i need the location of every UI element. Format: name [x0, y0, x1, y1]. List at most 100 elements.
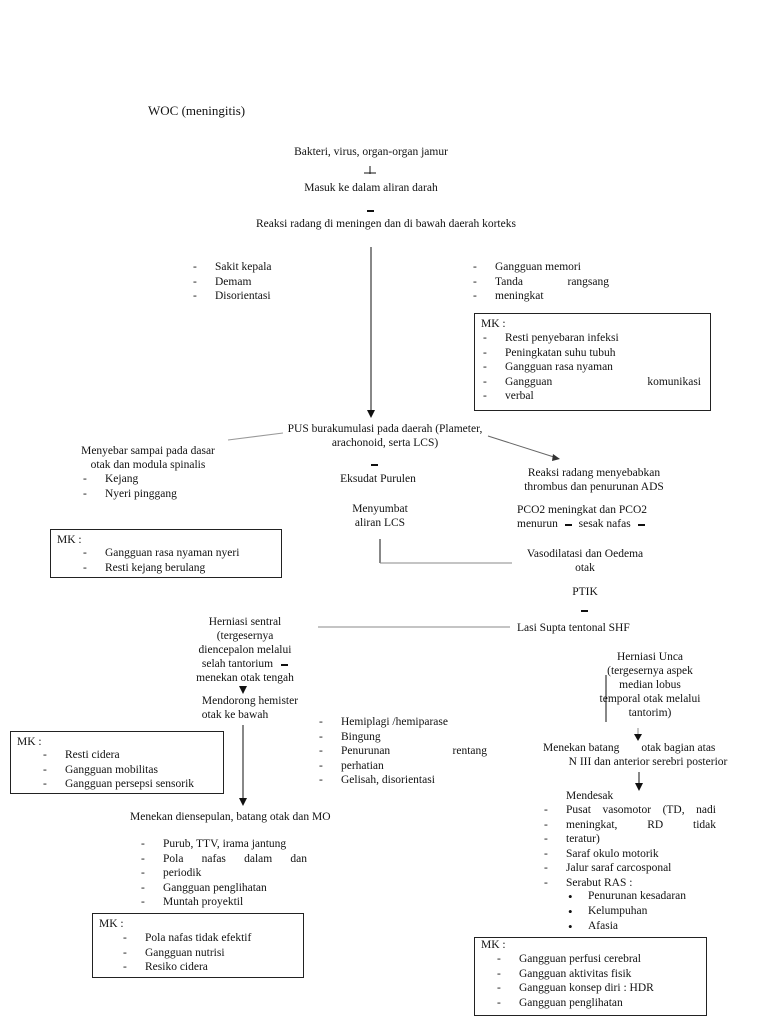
- line-to-thrombus: [487, 435, 558, 459]
- list-item: Pola nafas tidak efektif: [123, 931, 251, 946]
- cause-text: Bakteri, virus, organ-organ jamur: [294, 146, 448, 158]
- list-item: Gelisah, disorientasi: [319, 773, 487, 788]
- mk-header: MK :: [481, 939, 506, 951]
- list-item: Resiko cidera: [123, 960, 251, 975]
- mk-header: MK :: [57, 534, 82, 546]
- list-item: Muntah proyektil: [141, 895, 307, 910]
- line-to-spread: [227, 432, 284, 441]
- list-item: Saraf okulo motorik: [544, 847, 716, 862]
- mk-header: MK :: [99, 918, 124, 930]
- list-item: Kejang: [83, 472, 177, 487]
- list-item: Gangguan rasa nyaman nyeri: [83, 546, 239, 561]
- arrow-small-3: [581, 610, 588, 612]
- spread-line1: Menyebar sampai pada dasar: [81, 445, 215, 457]
- central-line3: diencepalon melalui: [198, 644, 292, 656]
- central-line4: selah tantorium: [170, 657, 320, 671]
- arrow-to-push: [239, 686, 247, 694]
- mid-symptom-list: Hemiplagi /hemiparase Bingung Penurunanr…: [319, 715, 487, 788]
- list-item: Gangguan penglihatan: [141, 881, 307, 896]
- vaso-line1: Vasodilatasi dan Oedema: [526, 548, 644, 560]
- press-mo-text: Menekan diensepulan, batang otak dan MO: [130, 811, 331, 823]
- unca-line4: temporal otak melalui: [599, 693, 701, 705]
- unca-line5: tantorim): [628, 707, 672, 719]
- unca-line3: median lobus: [619, 679, 681, 691]
- list-item: Hemiplagi /hemiparase: [319, 715, 487, 730]
- push-line2: otak ke bawah: [201, 709, 269, 721]
- ptik-text: PTIK: [572, 586, 598, 598]
- list-item: Gangguan persepsi sensorik: [43, 777, 194, 792]
- spread-line2: otak dan modula spinalis: [90, 459, 206, 471]
- list-item: Sakit kepala: [193, 260, 272, 275]
- press-stem-line2: N III dan anterior serebri posterior: [568, 756, 728, 768]
- arrow-to-stem: [634, 734, 642, 741]
- mo-symptom-list: Purub, TTV, irama jantung Polanafasdalam…: [141, 837, 307, 910]
- pco2-line1: PCO2 meningkat dan PCO2: [517, 504, 648, 516]
- thrombus-line1: Reaksi radang menyebabkan: [527, 467, 661, 479]
- list-item: Nyeri pinggang: [83, 487, 177, 502]
- mk-header: MK :: [17, 736, 42, 748]
- list-item: Peningkatan suhu tubuh: [483, 346, 701, 361]
- mk-box-infection: MK : Resti penyebaran infeksi Peningkata…: [474, 313, 711, 411]
- spread-list: Kejang Nyeri pinggang: [83, 472, 177, 501]
- arrow-icon: [564, 524, 572, 526]
- exudate-text: Eksudat Purulen: [340, 473, 416, 485]
- lasi-text: Lasi Supta tentonal SHF: [517, 622, 630, 634]
- mk-box-perfusion: MK : Gangguan perfusi cerebral Gangguan …: [474, 937, 707, 1016]
- page-title: WOC (meningitis): [148, 103, 246, 118]
- blood-text: Masuk ke dalam aliran darah: [304, 182, 438, 194]
- mk-box-pain: MK : Gangguan rasa nyaman nyeri Resti ke…: [50, 529, 282, 578]
- arrow-to-pus: [367, 410, 375, 418]
- arrow-small: [367, 210, 374, 212]
- list-item: Afasia: [566, 919, 686, 934]
- list-item: Gangguan memori: [473, 260, 609, 275]
- list-item: Gangguan penglihatan: [497, 996, 654, 1011]
- arrow-to-mo: [239, 798, 247, 806]
- arrow-to-thrombus: [552, 454, 560, 461]
- list-item: Bingung: [319, 730, 487, 745]
- list-item: Resti kejang berulang: [83, 561, 239, 576]
- arrow-icon: [637, 524, 645, 526]
- list-item: Gangguan mobilitas: [43, 763, 194, 778]
- list-item: Kelumpuhan: [566, 904, 686, 919]
- arrow-small-2: [371, 464, 378, 466]
- central-line5: menekan otak tengah: [196, 672, 294, 684]
- list-item: Gangguan nutrisi: [123, 946, 251, 961]
- list-item: Demam: [193, 275, 272, 290]
- left-symptom-list: Sakit kepala Demam Disorientasi: [193, 260, 272, 304]
- unca-line2: (tergesernya aspek: [607, 665, 693, 677]
- pus-line2: arachonoid, serta LCS): [331, 437, 439, 449]
- list-item: meningkat: [473, 289, 609, 304]
- list-item: Gangguan perfusi cerebral: [497, 952, 654, 967]
- pus-line1: PUS burakumulasi pada daerah (Plameter,: [287, 423, 483, 435]
- thrombus-line2: thrombus dan penurunan ADS: [524, 481, 664, 493]
- pco2-line2: menurun sesak nafas: [517, 517, 645, 531]
- list-item: Serabut RAS :: [544, 876, 716, 891]
- list-item-cont: teratur): [544, 832, 716, 847]
- block-line2: aliran LCS: [354, 517, 406, 529]
- push-line1: Mendorong hemister: [201, 695, 299, 707]
- list-item: Gangguan rasa nyaman: [483, 360, 701, 375]
- list-item: Purub, TTV, irama jantung: [141, 837, 307, 852]
- mk-header: MK :: [481, 318, 506, 330]
- list-item: Penurunan kesadaran: [566, 889, 686, 904]
- vaso-line2: otak: [575, 562, 595, 574]
- mk-box-breathing: MK : Pola nafas tidak efektif Gangguan n…: [92, 913, 304, 978]
- block-line1: Menyumbat: [352, 503, 408, 515]
- list-item: Gangguan aktivitas fisik: [497, 967, 654, 982]
- list-item: Disorientasi: [193, 289, 272, 304]
- arrow-icon: [281, 664, 289, 666]
- inflammation-text: Reaksi radang di meningen dan di bawah d…: [256, 218, 516, 230]
- list-item-cont: perhatian: [319, 759, 487, 774]
- unca-line1: Herniasi Unca: [616, 651, 684, 663]
- ras-bullet-list: Penurunan kesadaran Kelumpuhan Afasia: [566, 889, 686, 934]
- list-item-cont: verbal: [483, 389, 701, 404]
- urge-title: Mendesak: [566, 790, 614, 802]
